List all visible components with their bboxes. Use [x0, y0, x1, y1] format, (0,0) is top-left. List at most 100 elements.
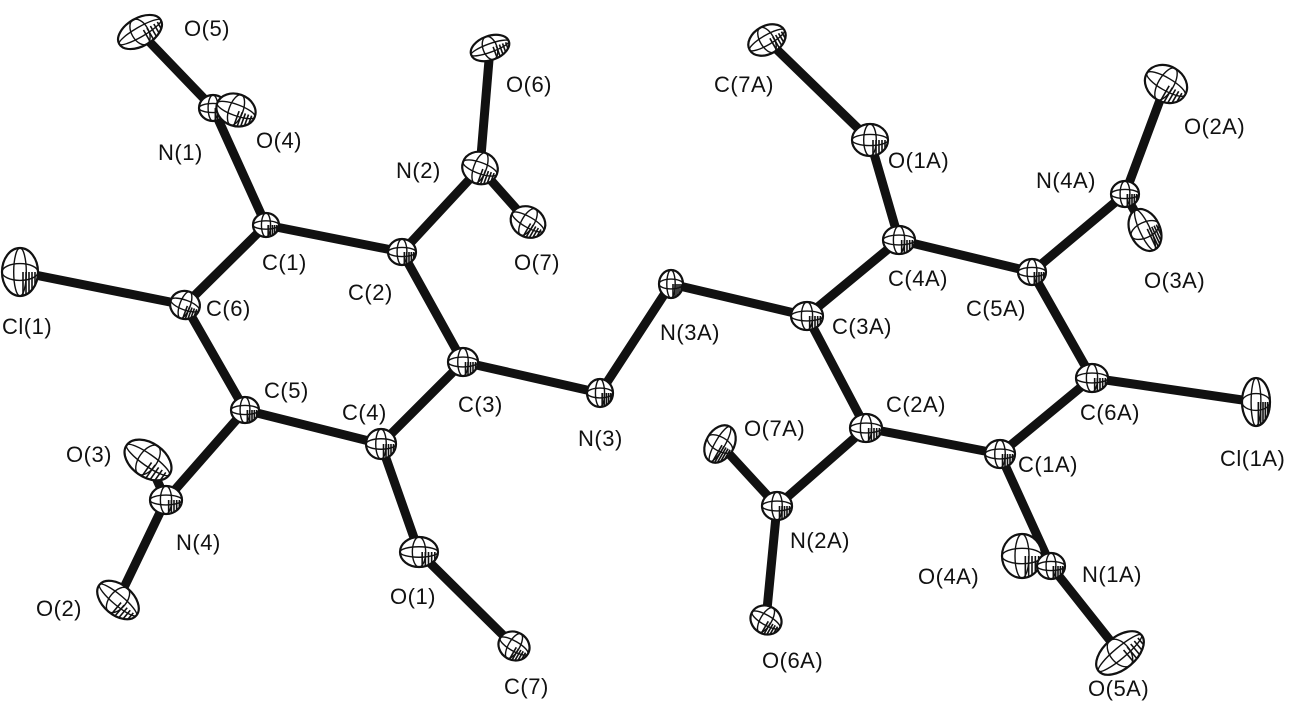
atom-c1a — [983, 438, 1017, 470]
bond-c4-c3 — [376, 357, 468, 449]
atom-label-n3: N(3) — [578, 426, 623, 451]
bond-c2-n2 — [397, 163, 485, 257]
atom-n3a — [657, 268, 685, 300]
atom-o4a — [1000, 532, 1044, 580]
atom-c2 — [386, 237, 418, 267]
atom-label-c7a: C(7A) — [714, 72, 774, 97]
bond-n4a-o2a — [1120, 79, 1171, 199]
atom-label-o2a: O(2A) — [1184, 114, 1245, 139]
bond-c3a-c4a — [802, 235, 904, 321]
bond-c2-c3 — [397, 247, 468, 367]
atom-label-c3a: C(3A) — [832, 314, 892, 339]
bond-c5a-n4a — [1027, 189, 1130, 277]
atom-n2 — [461, 150, 499, 190]
atom-o7a — [703, 424, 737, 469]
atom-label-o4: O(4) — [256, 128, 302, 153]
atom-c5 — [229, 395, 261, 425]
atom-label-c4a: C(4A) — [888, 266, 948, 291]
bond-n2a-o6a — [761, 501, 782, 625]
atom-label-o1: O(1) — [390, 584, 436, 609]
atom-label-n2a: N(2A) — [790, 528, 850, 553]
atom-o3 — [123, 438, 173, 489]
atom-label-o6a: O(6A) — [762, 648, 823, 673]
bond-c1-c6 — [180, 220, 271, 310]
atom-label-c5: C(5) — [264, 378, 309, 403]
atom-c7 — [497, 630, 531, 667]
atom-o2 — [96, 579, 140, 627]
atom-label-o4a: O(4A) — [918, 564, 979, 589]
bond-c5-c4 — [240, 405, 386, 449]
bond-c6a-cl1a — [1087, 373, 1261, 407]
bond-n1a-o5a — [1046, 561, 1125, 658]
atom-label-n2: N(2) — [396, 158, 441, 183]
atom-cl1a — [1240, 376, 1272, 428]
atom-label-n4a: N(4A) — [1036, 168, 1096, 193]
atom-label-cl1a: Cl(1A) — [1220, 446, 1285, 471]
atom-label-o3: O(3) — [66, 442, 112, 467]
atom-c4a — [881, 224, 917, 256]
atom-label-n3a: N(3A) — [660, 320, 720, 345]
atom-n1a — [1035, 551, 1067, 581]
label-layer: O(5) O(6) N(1) O(4) N(2) C(1) C(2) O(7) Cl(1) C(6… — [2, 16, 1285, 701]
atom-c7a — [747, 23, 791, 57]
atom-c4 — [364, 427, 398, 461]
bond-c1-c2 — [261, 220, 407, 257]
atom-o6 — [469, 33, 512, 63]
atom-label-cl1: Cl(1) — [2, 314, 52, 339]
atom-cl1 — [0, 246, 40, 298]
atom-o1a — [850, 122, 890, 158]
atom-label-o5: O(5) — [184, 16, 230, 41]
atom-o2a — [1143, 63, 1189, 111]
atom-n4 — [148, 484, 184, 516]
atom-label-c6a: C(6A) — [1080, 400, 1140, 425]
atom-c5a — [1016, 257, 1048, 287]
bond-n3a-c3a — [666, 279, 812, 321]
atom-label-c3: C(3) — [458, 392, 503, 417]
bond-o1a-c7a — [762, 35, 875, 145]
atom-label-c5a: C(5A) — [966, 296, 1026, 321]
atom-label-c1: C(1) — [262, 250, 307, 275]
atom-o1 — [398, 535, 440, 569]
atom-label-o6: O(6) — [506, 72, 552, 97]
atom-label-o7: O(7) — [514, 250, 560, 275]
atom-label-c1a: C(1A) — [1018, 452, 1078, 477]
atom-label-c6: C(6) — [206, 296, 251, 321]
bond-c4a-c5a — [894, 235, 1037, 277]
atom-label-c7: C(7) — [504, 674, 549, 699]
atom-label-n1a: N(1A) — [1082, 562, 1142, 587]
atom-o5 — [116, 13, 167, 51]
bond-c1a-n1a — [995, 449, 1056, 571]
bond-c2a-n2a — [772, 423, 871, 511]
bond-c6a-c1a — [995, 373, 1097, 459]
atom-label-o5a: O(5A) — [1088, 676, 1149, 701]
bond-n1-c1 — [208, 103, 271, 230]
atom-c2a — [848, 412, 884, 444]
atom-o6a — [749, 604, 783, 641]
atom-o7 — [509, 205, 547, 244]
atom-layer — [0, 13, 1272, 676]
bond-c3a-c2a — [802, 311, 871, 433]
bond-c5-n4 — [161, 405, 250, 505]
bond-layer — [15, 27, 1261, 658]
bond-n3-n3a — [595, 279, 676, 398]
bond-c4a-o1a — [865, 135, 904, 245]
atom-n4a — [1109, 179, 1141, 209]
atom-c6 — [169, 289, 201, 324]
atom-label-o1a: O(1A) — [888, 148, 949, 173]
bond-o1-c7 — [414, 547, 519, 651]
atom-label-n4: N(4) — [176, 530, 221, 555]
atom-c1 — [251, 211, 281, 239]
atom-c3a — [789, 300, 825, 332]
bond-o5-n1 — [135, 27, 218, 113]
atom-o4 — [215, 92, 257, 132]
bond-c6-c5 — [180, 300, 250, 415]
atom-n2a — [760, 490, 794, 522]
atom-label-o7a: O(7A) — [744, 416, 805, 441]
atom-o3a — [1127, 207, 1168, 253]
bond-n2-o6 — [475, 43, 495, 173]
atom-label-c2a: C(2A) — [886, 392, 946, 417]
atom-label-c2: C(2) — [348, 280, 393, 305]
atom-label-n1: N(1) — [158, 140, 203, 165]
bond-c3-n3 — [458, 357, 605, 398]
